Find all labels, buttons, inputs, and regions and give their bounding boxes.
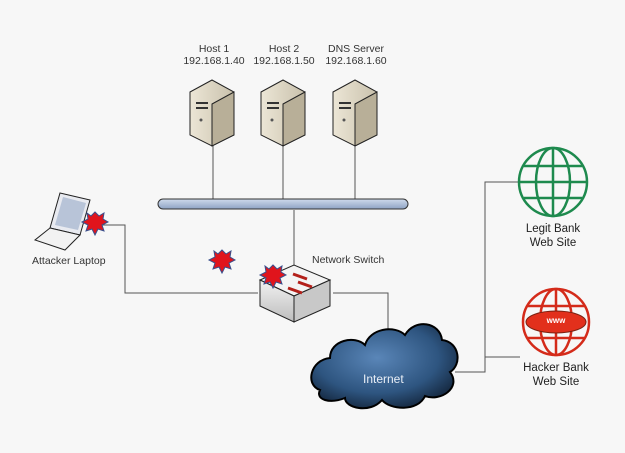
host1-server-icon [189,79,235,147]
hacker-bank-label: Hacker Bank Web Site [520,361,592,389]
host2-name: Host 2 [268,43,300,55]
internet-label: Internet [363,372,404,386]
host2-ip: 192.168.1.50 [253,55,315,67]
attack-burst-icon [258,264,288,290]
switch-internet-link [333,292,389,330]
legit-bank-line2: Web Site [529,237,577,249]
attack-burst-icon [80,211,110,237]
attacker-laptop-label: Attacker Laptop [32,255,106,267]
attack-bursts [80,211,288,290]
dns-label: DNS Server 192.168.1.60 [322,43,390,67]
legit-bank-globe-icon [517,146,589,218]
internet-cloud-icon [310,323,459,410]
hacker-bank-globe-icon [521,287,591,357]
host1-ip: 192.168.1.40 [183,55,245,67]
attacker-laptop-icon [33,192,91,251]
network-bus [157,198,409,210]
www-badge: www [546,316,566,325]
hacker-bank-line1: Hacker Bank [523,362,589,374]
host1-label: Host 1 192.168.1.40 [181,43,247,67]
dns-server-icon [332,79,378,147]
connection-lines [100,140,520,373]
attack-burst-icon [207,249,237,275]
legit-bank-line1: Legit Bank [525,223,581,235]
dns-ip: 192.168.1.60 [325,55,387,67]
dns-name: DNS Server [327,43,384,55]
internet-legit-link [455,181,520,373]
hacker-bank-line2: Web Site [532,376,580,388]
host1-name: Host 1 [198,43,230,55]
host2-server-icon [260,79,306,147]
legit-bank-label: Legit Bank Web Site [520,222,586,250]
laptop-switch-link [100,224,258,294]
host2-label: Host 2 192.168.1.50 [251,43,317,67]
network-switch-label: Network Switch [312,254,385,266]
